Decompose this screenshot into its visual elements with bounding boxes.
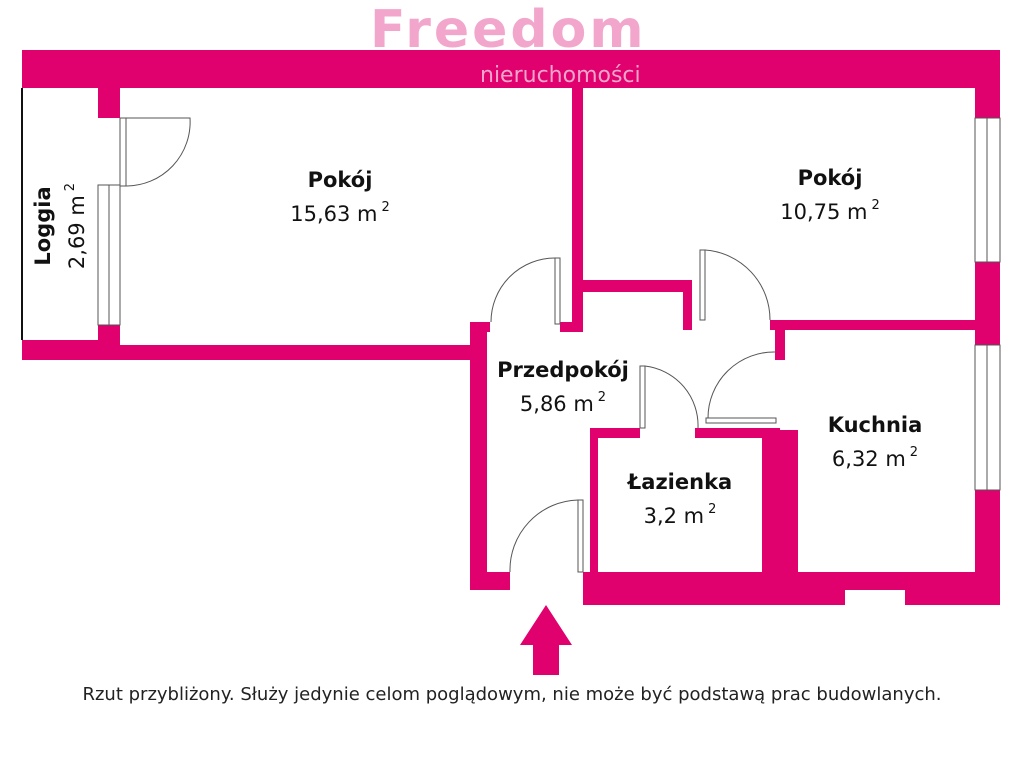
room-area: 3,2 m bbox=[643, 504, 705, 528]
room-name: Pokój bbox=[307, 168, 373, 192]
room-area: 2,69 m bbox=[65, 195, 89, 270]
room-area: 6,32 m bbox=[831, 447, 906, 471]
room-area: 15,63 m bbox=[290, 202, 378, 226]
watermark-logo: Freedom bbox=[370, 0, 647, 60]
unit-sup: 2 bbox=[381, 200, 390, 215]
unit-sup: 2 bbox=[597, 390, 607, 405]
walls bbox=[22, 50, 1000, 605]
room-name: Kuchnia bbox=[827, 413, 923, 437]
room-name: Przedpokój bbox=[497, 358, 629, 382]
unit-sup: 2 bbox=[909, 445, 919, 460]
unit-sup: 2 bbox=[871, 198, 880, 213]
unit-sup: 2 bbox=[63, 182, 78, 192]
room-label-loggia: Loggia 2,69 m 2 bbox=[29, 126, 91, 326]
room-name: Łazienka bbox=[627, 470, 733, 494]
entrance-arrow-icon bbox=[520, 605, 572, 675]
room-name: Loggia bbox=[31, 186, 55, 266]
room-name: Pokój bbox=[797, 166, 863, 190]
watermark-tagline: nieruchomości bbox=[480, 63, 641, 88]
room-area: 10,75 m bbox=[780, 200, 868, 224]
disclaimer-caption: Rzut przybliżony. Służy jedynie celom po… bbox=[82, 684, 942, 705]
room-area: 5,86 m bbox=[519, 392, 594, 416]
unit-sup: 2 bbox=[708, 502, 717, 517]
windows-doors bbox=[21, 88, 1001, 573]
